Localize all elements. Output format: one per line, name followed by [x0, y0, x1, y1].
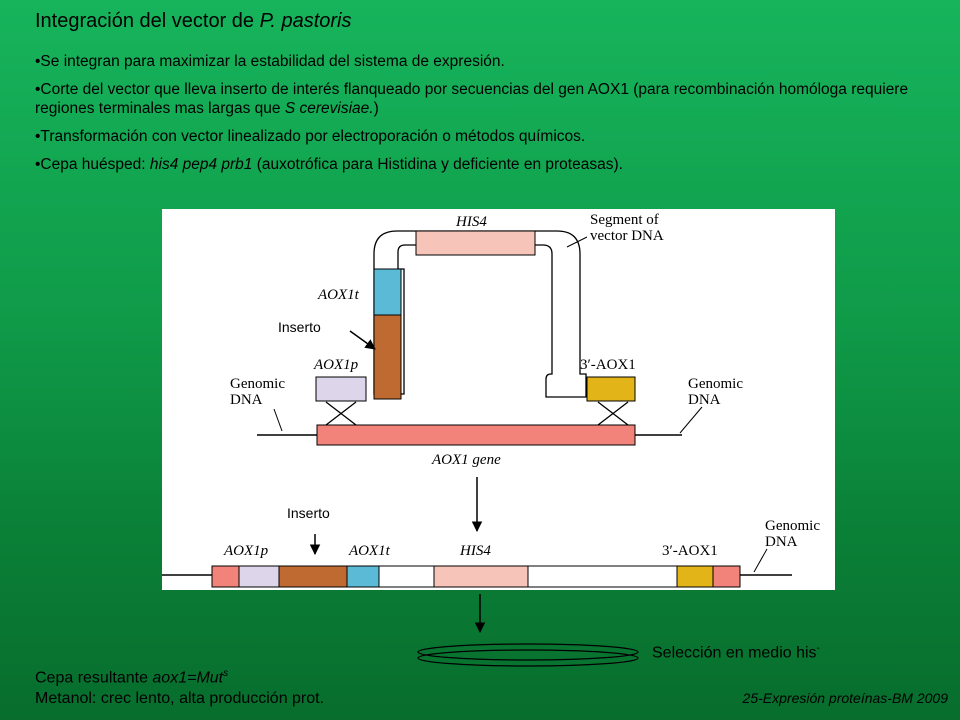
petri-dish-icon	[417, 643, 639, 667]
insert-block	[373, 314, 402, 400]
result-strain-line2: Metanol: crec lento, alta producción pro…	[35, 690, 325, 708]
bottom-aox1-gene-right	[712, 565, 741, 588]
aox1t-block	[373, 268, 402, 316]
bottom-aox1t-label: AOX1t	[349, 543, 390, 559]
his4-label: HIS4	[456, 214, 487, 230]
three-aox1-label: 3′-AOX1	[580, 357, 636, 373]
diagram-drawing	[162, 230, 792, 588]
aox1p-label: AOX1p	[314, 357, 359, 373]
result-strain-text: Cepa resultante aox1=Muts Metanol: crec …	[35, 663, 324, 709]
segment-label: Segment of vector DNA	[590, 212, 664, 244]
three-aox1-block	[586, 376, 636, 402]
title-prefix: Integración del vector de	[35, 10, 260, 32]
bullet-item: •Transformación con vector linealizado p…	[35, 128, 586, 145]
slide-footer: 25-Expresión proteínas-BM 2009	[742, 690, 948, 706]
aox1t-label: AOX1t	[318, 287, 359, 303]
aox1-gene-label: AOX1 gene	[432, 452, 501, 468]
genomic-dna-right-label: Genomic DNA	[688, 376, 743, 408]
bullet-list: •Se integran para maximizar la estabilid…	[35, 52, 940, 183]
bullet-item: •Corte del vector que lleva inserto de i…	[35, 81, 909, 117]
selection-medium-text: Selección en medio his-	[652, 643, 820, 662]
bullet-item: •Cepa huésped: his4 pep4 prb1 (auxotrófi…	[35, 156, 623, 173]
aox1-gene-block	[316, 424, 636, 446]
genomic-dna-left-label: Genomic DNA	[230, 376, 285, 408]
integration-diagram: HIS4 Segment of vector DNA AOX1t Inserto…	[162, 209, 835, 590]
title-organism: P. pastoris	[259, 10, 352, 32]
bottom-three-aox1-label: 3′-AOX1	[662, 543, 718, 559]
aox1p-block	[315, 376, 367, 402]
slide-title: Integración del vector de P. pastoris	[35, 10, 352, 33]
result-strain-line1: Cepa resultante aox1=Muts	[35, 668, 229, 687]
bullet-item: •Se integran para maximizar la estabilid…	[35, 53, 505, 70]
bottom-genomic-dna-label: Genomic DNA	[765, 518, 820, 550]
inserto-top-label: Inserto	[278, 319, 321, 335]
his4-block	[415, 230, 536, 256]
bottom-aox1p-label: AOX1p	[224, 543, 269, 559]
bottom-his4-label: HIS4	[460, 543, 491, 559]
inserto-bottom-label: Inserto	[287, 505, 330, 521]
